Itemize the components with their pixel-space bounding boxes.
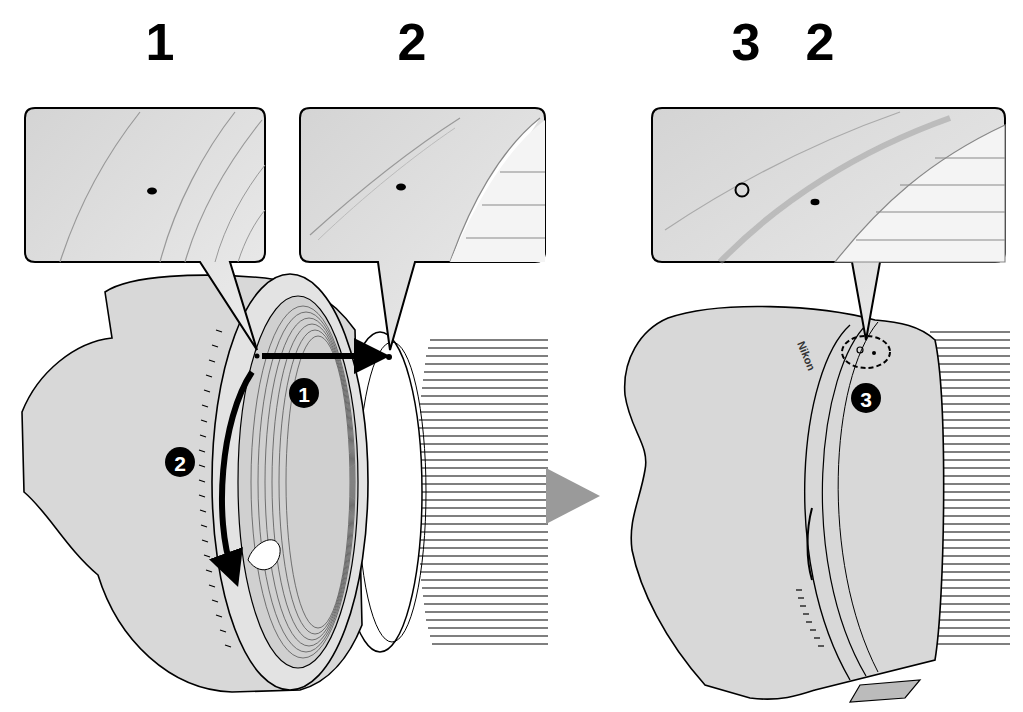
lens-hood-right: [625, 306, 944, 702]
next-arrow: [546, 468, 600, 524]
lens-barrel-left: [338, 330, 548, 655]
movement-arrows: [222, 356, 372, 570]
step-number: 2: [174, 453, 186, 474]
step-number: 1: [298, 384, 310, 405]
inset-3: [652, 108, 1005, 340]
callout-number: 1: [146, 16, 175, 68]
inset-1: [25, 108, 265, 350]
callout-number: 3: [732, 16, 761, 68]
inset-2: [300, 108, 545, 350]
lens-hood-left: [22, 274, 368, 692]
callout-number: 2: [398, 16, 427, 68]
step-discs: [165, 378, 881, 477]
callout-number: 2: [806, 16, 835, 68]
step-number: 3: [860, 389, 872, 410]
